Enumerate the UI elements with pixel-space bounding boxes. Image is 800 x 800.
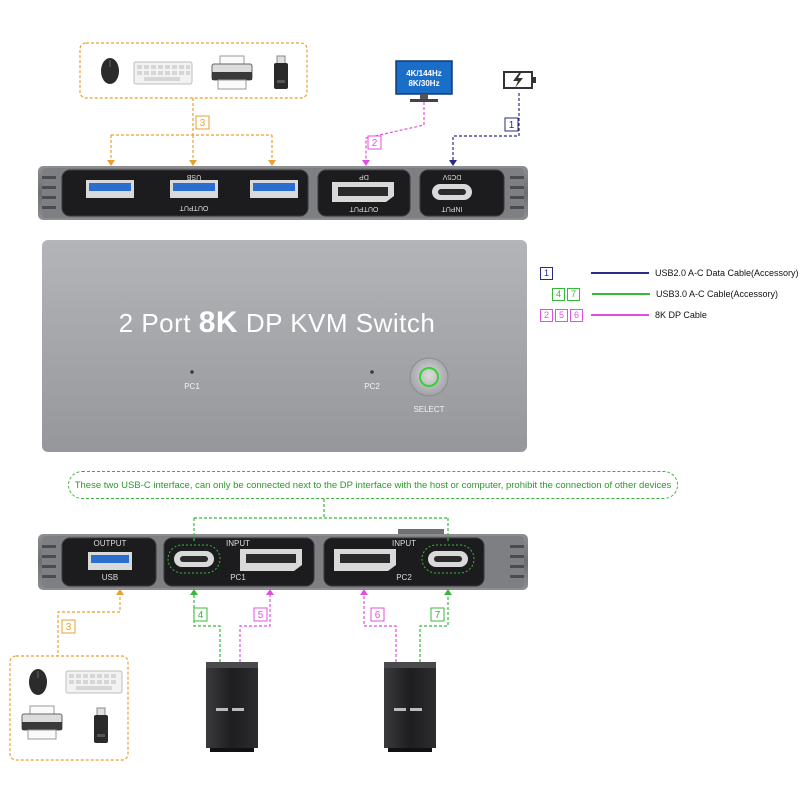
pc2-led [370, 370, 374, 374]
bottom-peripherals-box [9, 655, 129, 761]
top-back-panel [38, 166, 528, 220]
pc1-dp-port[interactable] [240, 549, 302, 571]
pc1-led [190, 370, 194, 374]
legend-number: 6 [570, 308, 583, 322]
pc2-usb3-cable-route [419, 592, 449, 662]
power-cable-route [452, 93, 520, 163]
legend-number: 1 [540, 266, 553, 280]
pc-tower-icon [206, 662, 258, 752]
top-dp-cable-route [365, 102, 425, 163]
keyboard-icon [65, 670, 123, 694]
number-box-4: 4 [193, 607, 208, 622]
top-usb-cable-route [110, 98, 273, 162]
legend-line [591, 314, 649, 316]
pc2-dp-cable-route [363, 592, 397, 662]
legend-number: 5 [555, 308, 568, 322]
top-dp-output-label: OUTPUT [349, 205, 379, 212]
pc1-dp-cable-route [239, 592, 271, 662]
legend-row-usb3: 4 7 USB3.0 A-C Cable(Accessory) [552, 286, 778, 302]
bottom-usb-label: USB [102, 573, 118, 582]
product-title: 2 Port 8K DP KVM Switch [42, 306, 512, 340]
power-adapter-icon [503, 71, 536, 89]
printer-icon [211, 55, 253, 90]
svg-text:3: 3 [200, 118, 206, 129]
pc2-usb-c-port[interactable] [421, 544, 475, 574]
note-bracket [193, 499, 449, 543]
pc2-label: PC2 [396, 573, 412, 582]
title-prefix: 2 Port [118, 308, 199, 338]
top-usb-port-2[interactable] [170, 180, 218, 198]
bottom-usb-cable-route [57, 592, 121, 656]
pc2-dp-port[interactable] [334, 549, 396, 571]
top-dc5v-port[interactable] [432, 184, 472, 200]
top-usb-port-1[interactable] [86, 180, 134, 198]
number-box-3-top: 3 [195, 115, 210, 130]
svg-text:6: 6 [375, 610, 381, 621]
svg-text:7: 7 [435, 610, 441, 621]
bottom-back-panel [38, 529, 528, 590]
number-box-5: 5 [253, 607, 268, 622]
top-usb-port-3[interactable] [250, 180, 298, 198]
legend-row-usb2: 1 USB2.0 A-C Data Cable(Accessory) [540, 265, 799, 281]
pc1-indicator-label: PC1 [184, 382, 200, 391]
top-dc5v-label: DC5V [442, 173, 461, 180]
legend-line [591, 272, 649, 274]
usb-drive-icon [274, 55, 288, 89]
legend-number: 7 [567, 287, 580, 301]
legend-label: USB3.0 A-C Cable(Accessory) [656, 289, 779, 299]
select-button-label: SELECT [413, 405, 444, 414]
pc1-usb-c-port[interactable] [167, 544, 221, 574]
keyboard-icon [133, 61, 193, 85]
pc2-indicator-label: PC2 [364, 382, 380, 391]
device-front [42, 240, 527, 452]
number-box-6: 6 [370, 607, 385, 622]
top-dp-label: DP [359, 173, 369, 180]
bottom-usb-port[interactable] [88, 552, 132, 570]
legend-label: 8K DP Cable [655, 310, 707, 320]
bottom-peripherals-group [9, 655, 129, 761]
svg-text:1: 1 [509, 120, 515, 131]
title-suffix: DP KVM Switch [238, 308, 436, 338]
legend-label: USB2.0 A-C Data Cable(Accessory) [655, 268, 799, 278]
legend-number: 4 [552, 287, 565, 301]
top-usb-label: USB [186, 173, 201, 180]
legend-row-dp: 2 5 6 8K DP Cable [540, 307, 707, 323]
mouse-icon [101, 58, 119, 84]
legend-line [592, 293, 650, 295]
number-box-2: 2 [367, 135, 382, 150]
number-box-7: 7 [430, 607, 445, 622]
pc-tower-icon [384, 662, 436, 752]
printer-icon [21, 705, 63, 740]
usb-drive-icon [94, 707, 108, 743]
usb-c-warning-note: These two USB-C interface, can only be c… [68, 471, 678, 499]
monitor-line-1: 4K/144Hz [406, 69, 442, 78]
select-button[interactable] [409, 357, 449, 397]
legend-number: 2 [540, 308, 553, 322]
bottom-usb-output-label: OUTPUT [94, 539, 127, 548]
top-dc-input-label: INPUT [441, 205, 463, 212]
number-box-3-bottom: 3 [61, 619, 76, 634]
monitor-icon [395, 60, 453, 102]
svg-text:4: 4 [198, 610, 204, 621]
mouse-icon [29, 669, 47, 695]
top-peripherals-group [79, 42, 308, 99]
title-bold: 8K [198, 306, 239, 339]
number-box-1: 1 [504, 117, 519, 132]
pc1-input-label: INPUT [226, 539, 250, 548]
svg-text:5: 5 [258, 610, 264, 621]
peripherals-box [79, 42, 308, 99]
svg-text:3: 3 [66, 622, 72, 633]
pc1-label: PC1 [230, 573, 246, 582]
svg-text:2: 2 [372, 138, 378, 149]
monitor-line-2: 8K/30Hz [408, 79, 439, 88]
pc2-input-label: INPUT [392, 539, 416, 548]
top-dp-port[interactable] [332, 182, 394, 202]
pc1-usb3-cable-route [193, 592, 221, 662]
top-usb-output-label: OUTPUT [179, 204, 209, 211]
